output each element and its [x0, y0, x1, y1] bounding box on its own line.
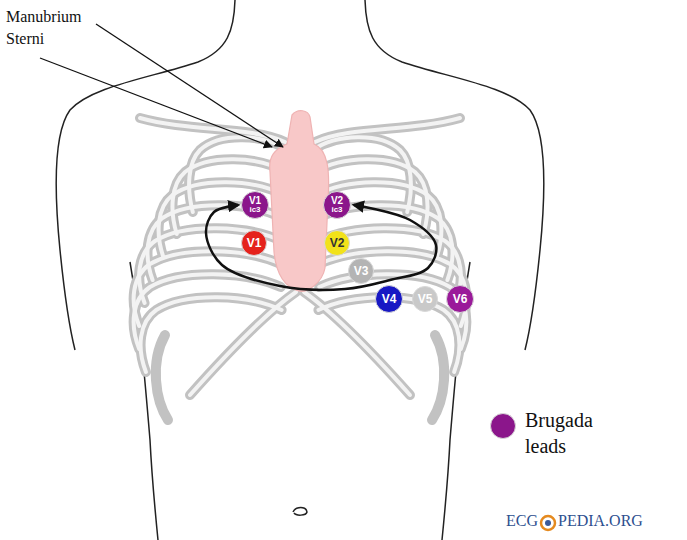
shoulder-line — [365, 0, 544, 350]
rib — [139, 228, 281, 303]
floating-rib — [156, 335, 168, 420]
costal-margin — [190, 292, 296, 395]
leader-line — [96, 24, 283, 147]
legend-text: Brugada leads — [525, 407, 625, 459]
rib — [134, 251, 281, 326]
electrode-circle: V6 — [446, 285, 474, 313]
electrode-circle: V3 — [348, 258, 374, 284]
lead-name: V2 — [331, 196, 343, 206]
lead-name: V1 — [249, 196, 261, 206]
rib — [315, 159, 428, 234]
electrode-circle: V2 — [324, 230, 350, 256]
watermark: ECG — [506, 512, 538, 530]
anatomy-label: Manubrium Sterni — [6, 6, 102, 49]
leader-line — [40, 58, 272, 147]
lead-name: V5 — [418, 293, 433, 305]
navel — [293, 508, 307, 516]
lead-move-arrow — [206, 205, 436, 290]
rib — [316, 182, 441, 257]
watermark: PEDIA.ORG — [558, 512, 643, 530]
rib — [159, 182, 284, 257]
electrode-circle: V5 — [412, 286, 438, 312]
rib — [316, 182, 441, 257]
torso-outline — [56, 0, 544, 540]
lead-name: V6 — [453, 293, 468, 305]
lead-name: V2 — [330, 237, 345, 249]
legend-swatch — [490, 413, 516, 439]
electrode-circle: V2ic3 — [323, 191, 351, 219]
site-logo — [541, 516, 555, 530]
logo-ring — [541, 516, 555, 530]
lead-name: V1 — [247, 237, 262, 249]
lead-name: V4 — [382, 293, 397, 305]
rib — [159, 182, 284, 257]
rib — [141, 297, 282, 372]
logo-dot — [545, 520, 551, 526]
electrode-circle: V1 — [241, 230, 267, 256]
leader-lines — [40, 24, 283, 147]
electrode-circle: V4 — [375, 285, 403, 313]
rib — [139, 228, 281, 303]
rib — [172, 159, 285, 234]
position-note: ic3 — [249, 206, 260, 214]
floating-rib — [432, 335, 444, 420]
sternum — [270, 111, 329, 292]
electrode-circle: V1ic3 — [241, 191, 269, 219]
position-note: ic3 — [331, 206, 342, 214]
lead-name: V3 — [354, 265, 369, 277]
